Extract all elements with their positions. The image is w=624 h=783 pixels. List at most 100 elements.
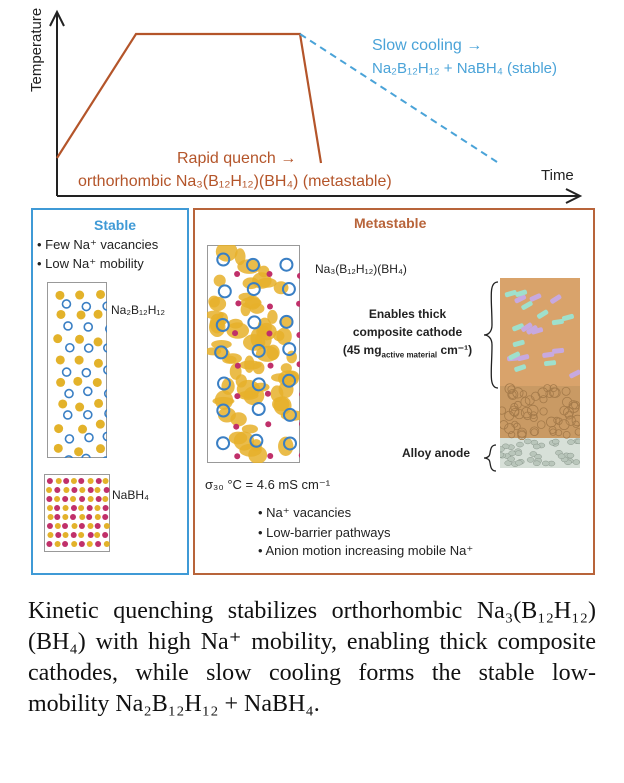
electrolyte-grain	[504, 423, 515, 434]
lattice-site	[46, 478, 53, 484]
y-axis-arrowhead	[49, 9, 65, 27]
na-ion	[78, 424, 88, 434]
b12h12-cluster	[282, 407, 297, 422]
slow-cooling-label: Slow cooling →	[372, 37, 483, 54]
na-ion	[74, 447, 84, 457]
electrolyte-grain	[517, 430, 527, 441]
na-density	[215, 245, 238, 262]
na-density	[267, 309, 278, 324]
lattice-site	[70, 478, 77, 484]
na-ion	[93, 358, 103, 368]
na2b12h12-crystal-structure	[47, 282, 107, 458]
temperature-time-graph	[49, 9, 583, 204]
active-particle	[508, 351, 521, 361]
anode-particle	[566, 452, 575, 459]
quench-curve	[56, 32, 323, 164]
b12h12-cluster	[103, 365, 107, 375]
stable-bullet-2: • Low Na⁺ mobility	[37, 256, 144, 271]
active-particle	[504, 290, 517, 298]
lattice-site	[79, 514, 86, 520]
bh4-anion	[299, 421, 300, 427]
lattice-site	[46, 541, 53, 547]
lattice-site	[95, 496, 102, 502]
anode-particle	[514, 450, 523, 456]
na-density	[226, 322, 250, 339]
anode-particle	[572, 459, 580, 465]
anode-particle	[575, 438, 580, 445]
bh4-anion	[232, 330, 239, 337]
b12h12-cluster	[102, 456, 107, 458]
lattice-site	[87, 496, 94, 502]
active-particle	[517, 354, 530, 362]
na-ion	[56, 309, 66, 319]
lattice-site	[63, 478, 70, 484]
b12h12-cluster	[214, 345, 229, 360]
lattice-site	[46, 487, 53, 493]
na2b12h12-label: Na₂B₁₂H₁₂	[111, 303, 166, 317]
lattice-site	[86, 514, 93, 520]
b12h12-cluster	[103, 389, 107, 399]
bh4-anion	[264, 390, 271, 397]
lattice-site	[54, 487, 61, 493]
lattice-site	[62, 505, 69, 511]
lattice-site	[87, 487, 94, 493]
bh4-anion	[234, 270, 241, 277]
anode-particle	[507, 456, 515, 462]
na-ion	[94, 398, 104, 408]
lattice-site	[71, 487, 78, 493]
metastable-panel	[193, 208, 595, 575]
alloy-anode-label: Alloy anode	[402, 446, 471, 460]
anode-particle	[515, 460, 523, 466]
b12h12-cluster	[81, 367, 92, 378]
conductivity-value: σ₃₀ °C = 4.6 mS cm⁻¹	[205, 477, 331, 492]
active-particle	[512, 339, 525, 347]
b12h12-cluster	[61, 299, 72, 309]
slow-cooling-curve	[299, 33, 498, 163]
b12h12-cluster	[246, 257, 261, 272]
lattice-site	[71, 541, 78, 547]
electrolyte-grain	[508, 431, 516, 439]
anode-particle	[524, 438, 532, 445]
na-density	[271, 373, 289, 382]
metastable-bullet-3: • Anion motion increasing mobile Na⁺	[258, 543, 474, 558]
lattice-site	[102, 514, 109, 520]
anode-particle	[532, 443, 541, 450]
na-ion	[75, 402, 85, 412]
electrolyte-grain	[507, 388, 519, 400]
electrolyte-grain	[507, 385, 516, 394]
electrode-stack	[500, 278, 580, 468]
lattice-site	[78, 478, 85, 484]
lattice-site	[78, 541, 85, 547]
active-particle	[552, 347, 565, 354]
lattice-site	[87, 523, 94, 529]
electrolyte-grain	[524, 395, 535, 406]
cathode-line-2: composite cathode	[352, 325, 463, 339]
electrolyte-grain	[562, 396, 573, 408]
b12h12-cluster	[283, 436, 298, 451]
electrolyte-grain	[508, 390, 517, 399]
electrolyte-grain	[546, 416, 557, 428]
active-particle	[551, 318, 564, 326]
b12h12-cluster	[61, 367, 72, 377]
bh4-anion	[266, 303, 273, 310]
b12h12-cluster	[81, 453, 91, 458]
b12h12-cluster	[282, 342, 297, 357]
active-particle	[536, 309, 549, 319]
bh4-anion	[235, 300, 242, 307]
bh4-anion	[299, 392, 300, 397]
b12h12-cluster	[216, 403, 231, 418]
electrolyte-grain	[539, 395, 548, 404]
na-density	[237, 390, 259, 400]
lattice-site	[70, 514, 77, 520]
lattice-site	[102, 478, 109, 484]
lattice-site	[54, 505, 61, 511]
lattice-site	[54, 541, 61, 547]
quench-label: Rapid quench →	[177, 150, 297, 167]
b12h12-cluster	[216, 436, 231, 451]
x-axis-arrowhead	[565, 188, 583, 204]
anode-particle	[542, 460, 550, 467]
b12h12-cluster	[216, 252, 231, 267]
electrolyte-grain	[512, 387, 524, 399]
b12h12-cluster	[247, 315, 262, 330]
lattice-site	[63, 487, 70, 493]
